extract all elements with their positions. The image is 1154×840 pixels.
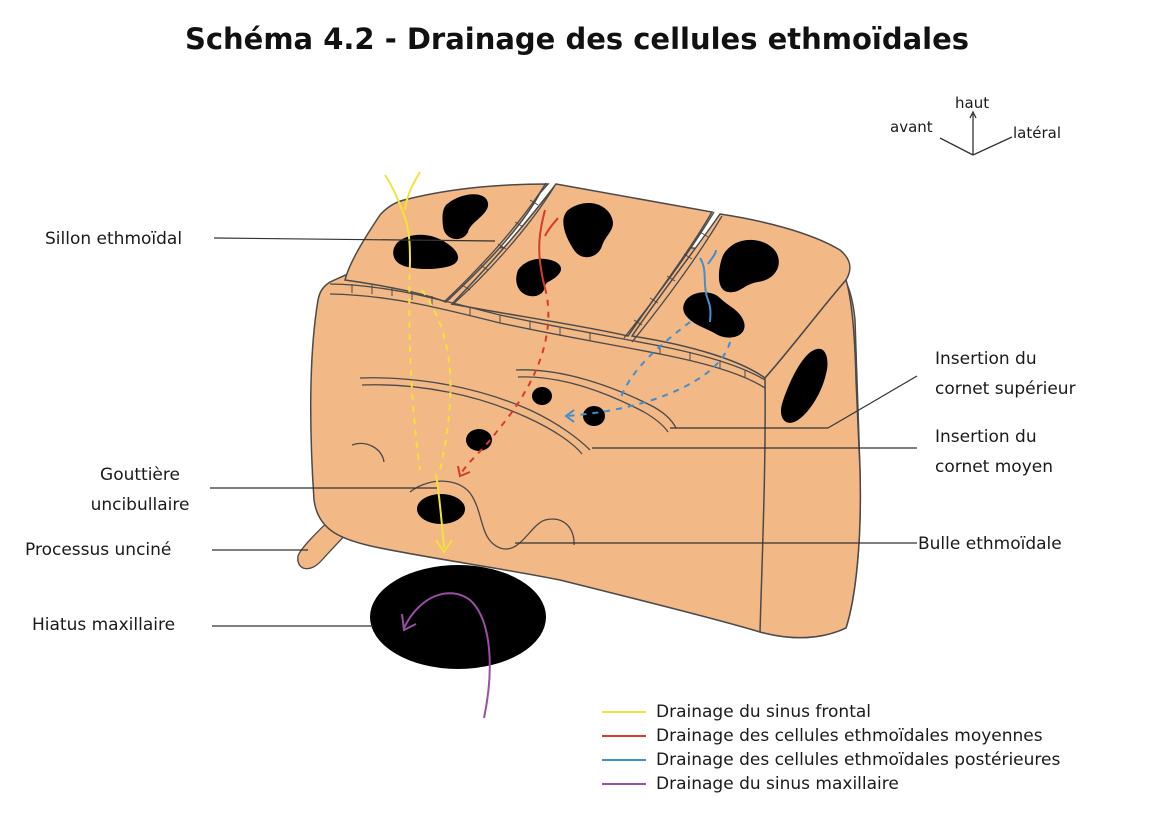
legend-swatch-maxillary [602, 783, 646, 785]
orientation-axes [939, 110, 1013, 156]
label-processus-uncine: Processus unciné [25, 540, 172, 560]
label-cornet-superieur: Insertion du cornet supérieur [935, 344, 1076, 404]
label-sillon-ethmoidal: Sillon ethmoïdal [45, 229, 183, 249]
legend-label-frontal: Drainage du sinus frontal [656, 702, 872, 722]
ethmoidal-bulla-outline [351, 442, 575, 550]
legend-label-maxillary: Drainage du sinus maxillaire [656, 774, 899, 794]
diagram-title: Schéma 4.2 - Drainage des cellules ethmo… [184, 22, 970, 56]
orientation-front-label: avant [890, 118, 933, 136]
label-gouttiere-line1: Gouttière [100, 465, 180, 485]
legend-swatch-middle [602, 735, 646, 737]
middle-cells-drainage [457, 209, 559, 478]
legend-label-middle: Drainage des cellules ethmoïdales moyenn… [656, 726, 1043, 746]
legend-item-middle: Drainage des cellules ethmoïdales moyenn… [602, 724, 1060, 748]
label-hiatus-maxillaire: Hiatus maxillaire [32, 615, 176, 635]
ethmoid-cells [393, 194, 828, 524]
label-cornet-moy-line1: Insertion du [935, 427, 1037, 447]
label-gouttiere-uncibullaire: Gouttière uncibullaire [70, 460, 210, 520]
label-bulle-ethmoidale: Bulle ethmoïdale [918, 534, 1062, 554]
orientation-up-label: haut [955, 94, 990, 112]
label-cornet-moy-line2: cornet moyen [935, 457, 1053, 477]
legend: Drainage du sinus frontal Drainage des c… [602, 700, 1060, 796]
groove-hatching [351, 199, 746, 378]
maxillary-hiatus-opening [370, 565, 546, 669]
legend-label-posterior: Drainage des cellules ethmoïdales postér… [656, 750, 1061, 770]
lateral-face [759, 278, 862, 639]
frontal-sinus-drainage [384, 171, 453, 554]
legend-swatch-frontal [602, 711, 646, 713]
leader-lines [210, 237, 918, 627]
label-gouttiere-line2: uncibullaire [90, 495, 190, 515]
legend-item-frontal: Drainage du sinus frontal [602, 700, 1060, 724]
top-plate-middle [450, 183, 714, 337]
legend-item-maxillary: Drainage du sinus maxillaire [602, 772, 1060, 796]
turbinate-insertions [359, 369, 677, 455]
label-cornet-sup-line1: Insertion du [935, 349, 1037, 369]
orientation-lateral-label: latéral [1013, 124, 1061, 142]
legend-item-posterior: Drainage des cellules ethmoïdales postér… [602, 748, 1060, 772]
posterior-cells-drainage [564, 249, 731, 423]
maxillary-sinus-drainage [401, 592, 491, 719]
ethmoidal-grooves [329, 182, 766, 389]
label-cornet-moyen: Insertion du cornet moyen [935, 422, 1053, 482]
legend-swatch-posterior [602, 759, 646, 761]
label-cornet-sup-line2: cornet supérieur [935, 379, 1076, 399]
